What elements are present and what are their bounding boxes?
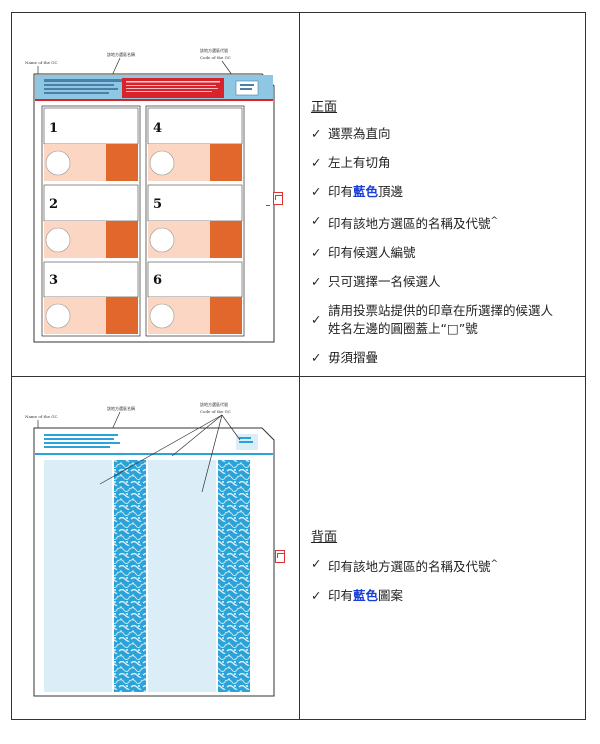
list-item: ✓請用投票站提供的印章在所選擇的候選人姓名左邊的圓圈蓋上“□”號 (311, 303, 554, 337)
back-blue-line (35, 453, 273, 455)
list-item: ✓左上有切角 (311, 155, 391, 170)
list-item: ✓印有該地方選區的名稱及代號^ (311, 213, 499, 232)
candidate-number: 6 (153, 273, 162, 288)
check-icon: ✓ (311, 184, 322, 199)
back-pattern-strip (218, 460, 250, 692)
candidate-row: 6 (147, 261, 243, 334)
back-label-zh2: 該地方選區代號 (200, 401, 228, 407)
back-label-code: Code of the GC (200, 409, 231, 414)
candidate-number: 3 (49, 273, 58, 288)
front-checklist: 正面 ✓選票為直向 ✓左上有切角 ✓印有藍色頂邊 ✓印有該地方選區的名稱及代號^… (311, 96, 583, 378)
check-icon: ✓ (311, 126, 322, 141)
back-ballot-diagram: Name of the GC 該地方選區名稱 該地方選區代號 Code of t… (25, 401, 275, 697)
list-item: ✓毋須摺疊 (311, 350, 379, 366)
pdf-icon[interactable] (275, 550, 285, 563)
back-heading: 背面 (311, 530, 338, 545)
check-icon: ✓ (311, 556, 322, 571)
front-heading: 正面 (311, 100, 338, 115)
front-label-zh2: 該地方選區代號 (200, 47, 228, 53)
front-label-name: Name of the GC (25, 60, 58, 65)
front-ballot-diagram: Name of the GC 該地方選區名稱 該地方選區代號 Code of t… (25, 47, 275, 343)
pdf-icon[interactable] (273, 192, 283, 205)
candidate-number: 5 (153, 197, 162, 212)
column-divider (299, 12, 300, 720)
row-divider (11, 376, 586, 377)
candidate-number: 2 (49, 197, 58, 212)
front-label-code: Code of the GC (200, 55, 231, 60)
candidate-row: 1 (43, 107, 139, 181)
list-item: ✓只可選擇一名候選人 (311, 274, 441, 290)
check-icon: ✓ (311, 312, 322, 328)
check-icon: ✓ (311, 245, 322, 261)
check-icon: ✓ (311, 213, 322, 228)
check-icon: ✓ (311, 274, 322, 290)
candidate-row: 2 (43, 184, 139, 258)
back-label-name: Name of the GC (25, 414, 58, 419)
front-red-line (35, 99, 273, 101)
candidate-row: 3 (43, 261, 139, 334)
candidate-row: 5 (147, 184, 243, 258)
list-item: ✓印有藍色頂邊 (311, 184, 404, 199)
candidate-number: 4 (153, 121, 162, 136)
dash-mark (266, 205, 270, 206)
table-frame (11, 12, 586, 720)
candidate-row: 4 (147, 107, 243, 181)
list-item: ✓印有該地方選區的名稱及代號^ (311, 556, 499, 575)
list-item: ✓印有候選人編號 (311, 245, 416, 261)
check-icon: ✓ (311, 155, 322, 170)
check-icon: ✓ (311, 588, 322, 604)
list-item: ✓印有藍色圖案 (311, 588, 404, 604)
back-pattern-strip (114, 460, 146, 692)
list-item: ✓選票為直向 (311, 126, 391, 141)
front-label-zh: 該地方選區名稱 (107, 51, 135, 57)
check-icon: ✓ (311, 350, 322, 366)
back-checklist: 背面 ✓印有該地方選區的名稱及代號^ ✓印有藍色圖案 (311, 526, 583, 616)
candidate-number: 1 (49, 121, 58, 136)
back-label-zh: 該地方選區名稱 (107, 405, 135, 411)
